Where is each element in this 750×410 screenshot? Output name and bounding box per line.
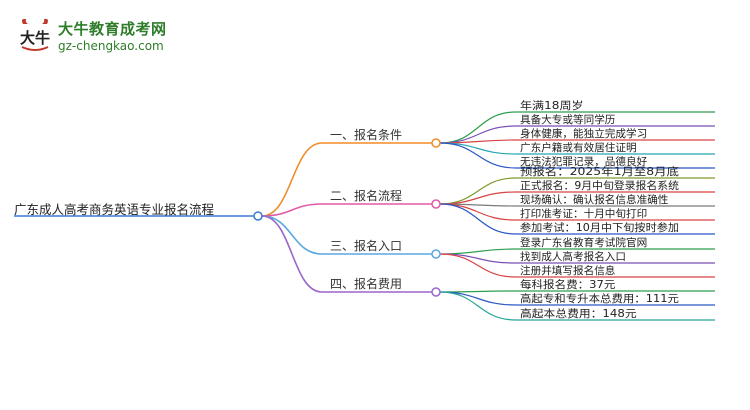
leaf-label: 找到成人高考报名入口: [520, 250, 626, 263]
leaf-label: 身体健康，能独立完成学习: [520, 127, 647, 140]
branch-collapse-toggle-4[interactable]: [431, 287, 441, 297]
brand-title: 大牛教育成考网: [58, 20, 167, 38]
branch-link-1: [261, 142, 323, 217]
branch-label-1: 一、报名条件: [330, 127, 402, 142]
branch-collapse-toggle-1[interactable]: [431, 138, 441, 148]
leaf-link: [439, 142, 517, 169]
leaf-link: [439, 177, 517, 205]
leaf-link: [439, 191, 517, 205]
branch-label-3: 三、报名入口: [330, 238, 402, 253]
leaf-link: [439, 291, 517, 306]
leaf-label: 现场确认：确认报名信息准确性: [520, 193, 668, 206]
leaf-link: [439, 291, 517, 321]
leaf-label: 每科报名费：37元: [520, 278, 616, 291]
leaf-label: 广东户籍或有效居住证明: [520, 141, 637, 154]
leaf-label: 预报名：2025年1月至8月底: [520, 165, 680, 178]
branch-link-2: [261, 203, 323, 217]
branch-link-3: [261, 215, 323, 255]
leaf-link: [439, 248, 517, 255]
leaf-link: [439, 142, 517, 155]
leaf-link: [439, 253, 517, 278]
bull-logo-icon: 大牛: [20, 18, 50, 51]
root-collapse-toggle[interactable]: [253, 211, 263, 221]
branch-link-4: [261, 215, 323, 293]
brand-site-url: gz-chengkao.com: [58, 39, 164, 53]
leaf-label: 登录广东省教育考试院官网: [520, 236, 647, 249]
branch-collapse-toggle-3[interactable]: [431, 249, 441, 259]
leaf-label: 正式报名：9月中旬登录报名系统: [520, 179, 680, 192]
logo-mark-text: 大牛: [20, 29, 50, 47]
leaf-link: [439, 290, 517, 293]
branch-collapse-toggle-2[interactable]: [431, 199, 441, 209]
root-topic: 广东成人高考商务英语专业报名流程: [14, 202, 215, 217]
leaf-link: [439, 111, 517, 144]
leaf-label: 具备大专或等同学历: [520, 113, 615, 126]
leaf-label: 打印准考证：十月中旬打印: [520, 207, 647, 220]
site-logo[interactable]: 大牛 大牛教育成考网 gz-chengkao.com: [14, 14, 184, 58]
branch-label-4: 四、报名费用: [330, 276, 402, 291]
leaf-label: 注册并填写报名信息: [520, 264, 615, 277]
leaf-label: 高起专和专升本总费用：111元: [520, 292, 680, 305]
leaf-link: [439, 203, 517, 235]
branch-label-2: 二、报名流程: [330, 188, 402, 203]
leaf-label: 高起本总费用：148元: [520, 307, 637, 320]
leaf-label: 年满18周岁: [520, 99, 584, 112]
leaf-label: 参加考试：10月中下旬按时参加: [520, 221, 679, 234]
leaf-label: 无违法犯罪记录，品德良好: [520, 155, 648, 168]
